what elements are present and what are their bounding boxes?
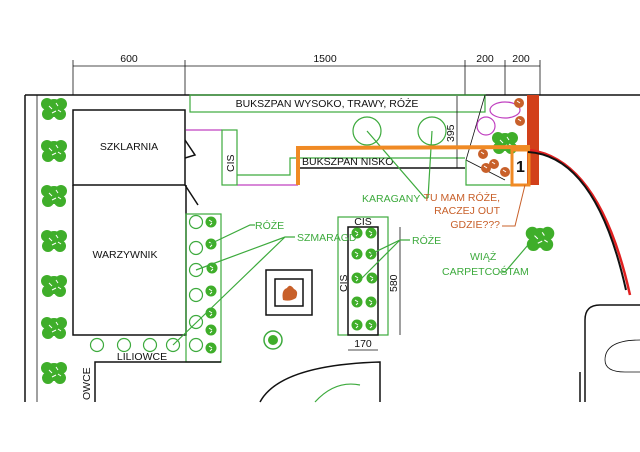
szmaragd-label: SZMARAGD (297, 232, 357, 244)
dim-200-b: 200 (512, 53, 530, 65)
bed-outline (237, 157, 465, 176)
door-icon (184, 139, 199, 206)
small-shrub (263, 330, 283, 350)
roze-right-label: RÓŻE (412, 234, 441, 247)
cis-top-label: CIS (354, 216, 372, 228)
roze-left-leader (209, 224, 255, 245)
annotation-box (510, 148, 531, 187)
fountain-outer (265, 269, 313, 316)
karagany-tree-1 (352, 116, 382, 146)
dim-395: 395 (445, 124, 457, 142)
karagany-tree-2 (417, 116, 447, 146)
wiaz-label-2: CARPETCOŚTAM (442, 265, 529, 278)
annotation-leader (502, 184, 526, 227)
wiaz-tree (525, 226, 555, 252)
roze-left-label: RÓŻE (255, 219, 284, 232)
dim-580: 580 (388, 274, 400, 292)
terrace-inner (604, 339, 640, 373)
karagany-leader (366, 130, 433, 199)
roze-right-leader (361, 239, 410, 279)
hedge-shrubs (40, 97, 68, 385)
bed-center-inner (347, 226, 379, 336)
wiaz-leader (500, 244, 529, 273)
bukszpan-nisko-label: BUKSZPAN NISKO (302, 156, 393, 168)
outline-circle (476, 116, 496, 136)
outline-ellipse (489, 101, 521, 119)
liliowce-vertical-label: OWCE (81, 367, 93, 400)
bed-bukszpan-wysoko-label: BUKSZPAN WYSOKO, TRAWY, RÓŻE (236, 97, 419, 110)
bed-cis-left (221, 129, 238, 186)
fountain-icon (282, 285, 298, 301)
wiaz-label-1: WIĄŻ (470, 250, 497, 263)
liliowce-label: LILIOWCE (117, 351, 167, 363)
border-outline (186, 129, 298, 186)
annotation-outline (296, 145, 531, 185)
karagany-label: KARAGANY (362, 193, 420, 205)
szmaragd-leader (172, 236, 295, 346)
annotation-line1: TU MAM RÓŻE, (424, 191, 500, 204)
greenhouse-label: SZKLARNIA (100, 141, 158, 153)
annotation-marker: 1 (516, 159, 525, 176)
corner-bed (465, 160, 512, 186)
bed-bukszpan-wysoko (189, 94, 486, 113)
vegetable-garden-label: WARZYWNIK (93, 249, 158, 261)
dim-1500: 1500 (313, 53, 337, 65)
lawn-edge (259, 361, 381, 403)
roses-left (205, 216, 218, 354)
annotation-line2: RACZEJ OUT (434, 205, 501, 217)
dim-170: 170 (354, 338, 372, 350)
terrace (584, 304, 640, 402)
dimension-chain: 600 1500 200 200 (72, 53, 541, 95)
cis-left-label: CIS (225, 154, 237, 172)
lawn-circle (314, 383, 361, 403)
dim-600: 600 (120, 53, 138, 65)
arc-black (527, 151, 627, 291)
arc-red (529, 148, 632, 296)
lily-border (94, 361, 221, 402)
cis-center-label: CIS (338, 274, 350, 292)
fountain-inner (274, 278, 304, 307)
annotation-line3: GDZIE??? (450, 219, 500, 231)
lily-circles (89, 214, 204, 353)
greenhouse (72, 109, 186, 186)
dim-200-a: 200 (476, 53, 494, 65)
